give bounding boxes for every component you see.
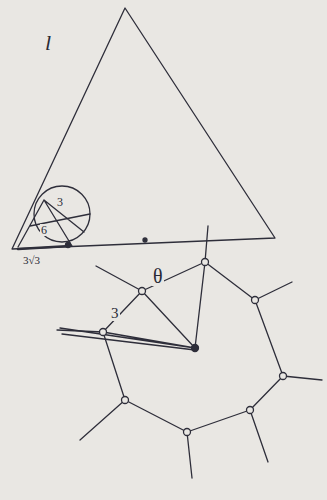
length-label: 3 (110, 306, 120, 321)
angle-label: θ (152, 266, 164, 286)
radius-label: 3 (56, 196, 64, 208)
side-label: l (44, 32, 52, 54)
length-label: 6 (40, 224, 48, 236)
dimension-label: 3√3 (22, 255, 41, 266)
